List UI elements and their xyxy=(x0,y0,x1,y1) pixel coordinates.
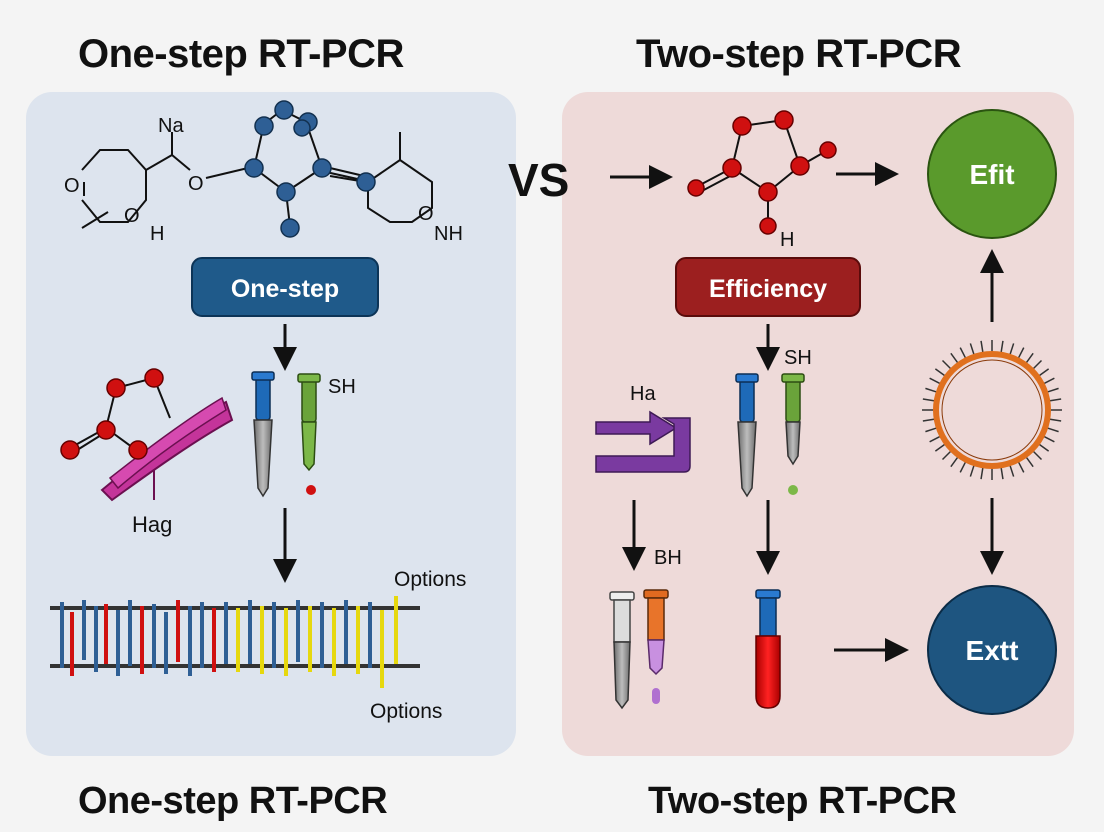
red-tube-bottom xyxy=(755,589,781,709)
ring-spike xyxy=(941,359,952,370)
ring-spike xyxy=(1046,427,1059,433)
title-bottom-left: One-step RT-PCR xyxy=(78,780,388,822)
green-circle-node: Efit xyxy=(927,109,1057,239)
h-label-right: H xyxy=(780,229,794,251)
ring-spike xyxy=(1032,450,1043,461)
blue-circle-label: Extt xyxy=(966,635,1019,666)
ring-spike xyxy=(980,340,984,353)
nh-label: NH xyxy=(434,223,463,245)
ring-spike xyxy=(1038,443,1050,452)
vs-label: VS xyxy=(508,154,569,206)
sh-label-right: SH xyxy=(784,347,812,369)
title-top-left: One-step RT-PCR xyxy=(78,32,404,76)
atom-o-label-3: O xyxy=(188,173,204,195)
orange-spiked-ring xyxy=(922,340,1062,480)
sh-label-left: SH xyxy=(328,376,356,398)
efficiency-button-label: Efficiency xyxy=(709,275,827,303)
blue-pipette-tube-left xyxy=(251,371,275,498)
title-top-right: Two-step RT-PCR xyxy=(636,32,962,76)
ring-spike xyxy=(1017,347,1025,359)
ring-spike xyxy=(934,368,946,377)
orange-tube-bottom xyxy=(643,589,669,676)
ring-spike xyxy=(922,398,935,402)
ring-spike xyxy=(1000,467,1004,480)
one-step-button[interactable]: One-step xyxy=(191,257,379,317)
h-label-left: H xyxy=(150,223,164,245)
ring-spike xyxy=(1043,435,1055,443)
ring-spike xyxy=(1049,398,1062,402)
title-bottom-right: Two-step RT-PCR xyxy=(648,780,957,822)
grey-tube-bottom xyxy=(609,591,635,710)
ring-spike xyxy=(1025,456,1034,468)
ring-spike xyxy=(1000,340,1004,353)
purple-droplet xyxy=(652,688,660,704)
ring-spike xyxy=(959,347,967,359)
one-step-button-label: One-step xyxy=(231,275,339,303)
options-label-bottom: Options xyxy=(370,700,442,723)
ring-spike xyxy=(959,461,967,473)
bh-label: BH xyxy=(654,547,682,569)
green-circle-label: Efit xyxy=(969,159,1014,190)
ring-spike xyxy=(925,427,938,433)
ring-spike xyxy=(1032,359,1043,370)
ring-spike xyxy=(1049,418,1062,422)
ring-spike xyxy=(929,377,941,385)
blue-circle-node: Extt xyxy=(927,585,1057,715)
ring-spike xyxy=(969,343,975,356)
right-red-molecule xyxy=(687,110,837,235)
left-molecule-structure xyxy=(81,132,433,229)
options-label-top: Options xyxy=(394,568,466,591)
red-droplet xyxy=(306,485,316,495)
ring-spike xyxy=(1017,461,1025,473)
ring-spike xyxy=(922,418,935,422)
ring-spike xyxy=(941,450,952,461)
green-pipette-tube-right xyxy=(781,373,805,466)
ring-spike xyxy=(1046,387,1059,393)
ring-spike xyxy=(950,352,959,364)
green-pipette-tube-left xyxy=(297,373,321,472)
purple-bracket-arrow xyxy=(595,410,691,473)
ring-spike xyxy=(1038,368,1050,377)
atom-o-label-2: O xyxy=(124,205,140,227)
hag-label: Hag xyxy=(132,512,172,537)
efficiency-button[interactable]: Efficiency xyxy=(675,257,861,317)
na-label: Na xyxy=(158,115,184,137)
atom-o-label-1: O xyxy=(64,175,80,197)
ring-spike xyxy=(1009,464,1015,477)
ring-spike xyxy=(929,435,941,443)
ring-spike xyxy=(1043,377,1055,385)
green-droplet xyxy=(788,485,798,495)
ring-spike xyxy=(1009,343,1015,356)
blue-pipette-tube-right xyxy=(735,373,759,498)
left-molecule-atoms xyxy=(244,100,376,238)
ring-spike xyxy=(934,443,946,452)
ring-spike xyxy=(980,467,984,480)
dna-gel-ladder xyxy=(50,596,420,688)
ring-spike xyxy=(1025,352,1034,364)
ring-spike xyxy=(969,464,975,477)
red-molecule-with-ribbon xyxy=(60,368,234,502)
ring-spike xyxy=(925,387,938,393)
ha-label: Ha xyxy=(630,383,656,405)
atom-o-label-4: O xyxy=(418,203,434,225)
ring-spike xyxy=(950,456,959,468)
